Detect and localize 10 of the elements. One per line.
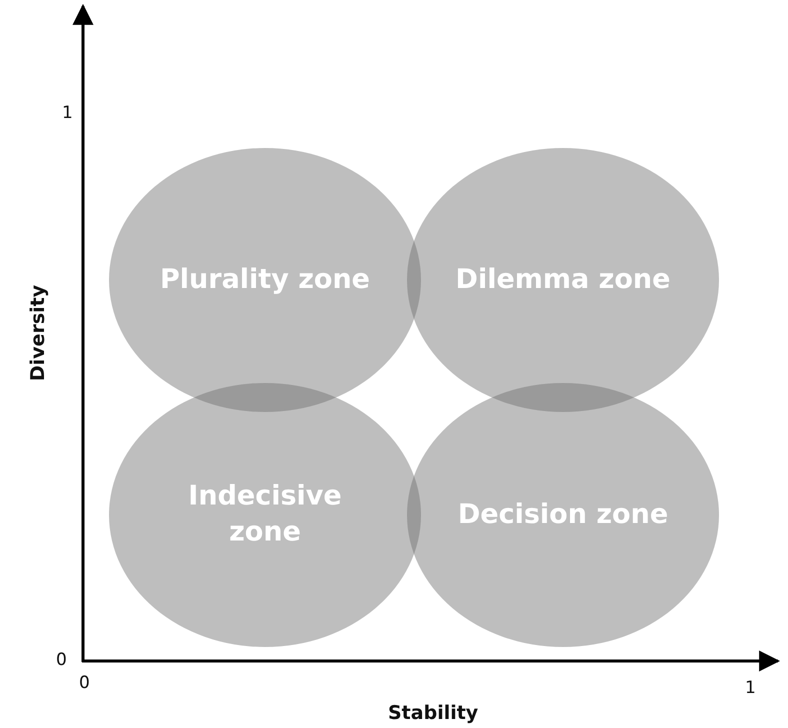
axis-title: Stability <box>388 702 478 724</box>
zone-label: Plurality zone <box>158 262 371 297</box>
tick-label: 0 <box>56 650 67 670</box>
zone-label: Dilemma zone <box>454 262 672 297</box>
zone-label: Indecisive zone <box>187 480 343 550</box>
zone-label: Decision zone <box>456 498 670 532</box>
tick-label: 1 <box>745 678 756 698</box>
tick-label: 0 <box>79 673 90 693</box>
axis-title: Diversity <box>27 284 50 382</box>
tick-label: 1 <box>62 103 73 123</box>
